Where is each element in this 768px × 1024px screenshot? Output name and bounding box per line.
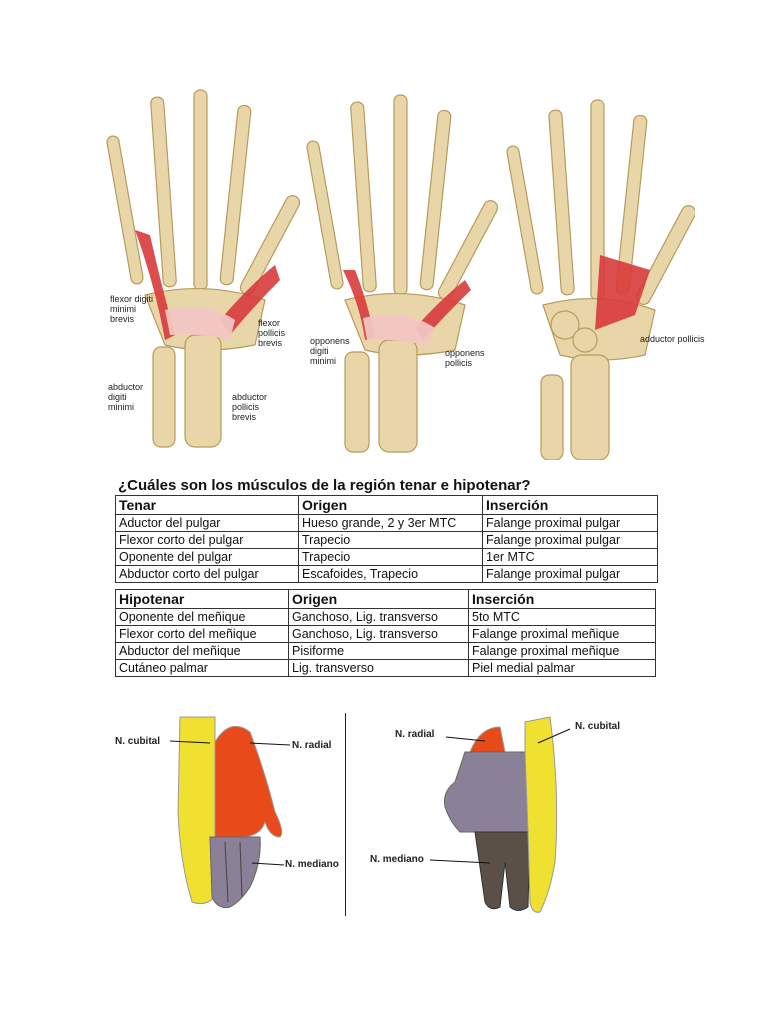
header-cell: Tenar bbox=[115, 495, 299, 515]
label-n-mediano-right: N. mediano bbox=[370, 854, 424, 865]
table-cell: Pisiforme bbox=[288, 642, 469, 660]
label-pointer-lines-left bbox=[169, 740, 291, 866]
label-opponens-digiti-minimi: opponens digiti minimi bbox=[310, 336, 350, 366]
header-cell: Inserción bbox=[468, 589, 656, 609]
label-flexor-pollicis-brevis: flexor pollicis brevis bbox=[258, 318, 286, 348]
label-adductor-pollicis: adductor pollicis bbox=[640, 334, 705, 344]
label-n-mediano-left: N. mediano bbox=[285, 859, 339, 870]
table-cell: Oponente del pulgar bbox=[115, 548, 299, 566]
hand-illustration-thenar-hypothenar-muscles bbox=[106, 89, 301, 448]
header-cell: Hipotenar bbox=[115, 589, 289, 609]
vertical-divider bbox=[345, 713, 346, 916]
label-abductor-pollicis-brevis: abductor pollicis brevis bbox=[232, 392, 268, 422]
table-cell: Falange proximal pulgar bbox=[482, 514, 658, 532]
table-row: Oponente del meñique Ganchoso, Lig. tran… bbox=[115, 608, 656, 626]
table-cell: 1er MTC bbox=[482, 548, 658, 566]
label-n-radial-left: N. radial bbox=[292, 740, 332, 751]
label-n-cubital-left: N. cubital bbox=[115, 736, 161, 747]
table-cell: Trapecio bbox=[298, 531, 483, 549]
table-header-row: Tenar Origen Inserción bbox=[115, 495, 658, 515]
hand-illustration-opponens-muscles bbox=[306, 94, 499, 453]
table-header-row: Hipotenar Origen Inserción bbox=[115, 589, 656, 609]
tenar-table: Tenar Origen Inserción Aductor del pulga… bbox=[115, 495, 658, 583]
table-row: Abductor del meñique Pisiforme Falange p… bbox=[115, 642, 656, 660]
table-cell: Trapecio bbox=[298, 548, 483, 566]
table-cell: Falange proximal meñique bbox=[468, 625, 656, 643]
table-cell: Hueso grande, 2 y 3er MTC bbox=[298, 514, 483, 532]
label-pointer-lines-right bbox=[430, 728, 571, 864]
hand-nerve-map-dorsal bbox=[177, 716, 283, 908]
label-flexor-digiti-minimi-brevis: flexor digiti minimi brevis bbox=[110, 294, 154, 324]
table-cell: Falange proximal pulgar bbox=[482, 531, 658, 549]
table-cell: Falange proximal pulgar bbox=[482, 565, 658, 583]
table-cell: Flexor corto del pulgar bbox=[115, 531, 299, 549]
header-cell: Inserción bbox=[482, 495, 658, 515]
table-cell: Ganchoso, Lig. transverso bbox=[288, 608, 469, 626]
label-n-cubital-right: N. cubital bbox=[575, 721, 621, 732]
label-n-radial-right: N. radial bbox=[395, 729, 435, 740]
hand-illustration-adductor-pollicis bbox=[506, 99, 695, 460]
question-title: ¿Cuáles son los músculos de la región te… bbox=[118, 477, 531, 494]
label-opponens-pollicis: opponens pollicis bbox=[445, 348, 485, 368]
table-row: Cutáneo palmar Lig. transverso Piel medi… bbox=[115, 659, 656, 677]
table-cell: Escafoides, Trapecio bbox=[298, 565, 483, 583]
table-cell: Oponente del meñique bbox=[115, 608, 289, 626]
hand-nerve-map-palmar bbox=[444, 716, 558, 913]
table-cell: Aductor del pulgar bbox=[115, 514, 299, 532]
table-row: Abductor corto del pulgar Escafoides, Tr… bbox=[115, 565, 658, 583]
table-row: Aductor del pulgar Hueso grande, 2 y 3er… bbox=[115, 514, 658, 532]
table-cell: Flexor corto del meñique bbox=[115, 625, 289, 643]
header-cell: Origen bbox=[298, 495, 483, 515]
header-cell: Origen bbox=[288, 589, 469, 609]
table-row: Oponente del pulgar Trapecio 1er MTC bbox=[115, 548, 658, 566]
table-cell: Cutáneo palmar bbox=[115, 659, 289, 677]
hipotenar-table: Hipotenar Origen Inserción Oponente del … bbox=[115, 589, 656, 677]
table-row: Flexor corto del pulgar Trapecio Falange… bbox=[115, 531, 658, 549]
table-cell: Abductor corto del pulgar bbox=[115, 565, 299, 583]
label-abductor-digiti-minimi: abductor digiti minimi bbox=[108, 382, 144, 412]
table-cell: Piel medial palmar bbox=[468, 659, 656, 677]
table-cell: 5to MTC bbox=[468, 608, 656, 626]
table-cell: Falange proximal meñique bbox=[468, 642, 656, 660]
table-cell: Abductor del meñique bbox=[115, 642, 289, 660]
table-cell: Ganchoso, Lig. transverso bbox=[288, 625, 469, 643]
table-cell: Lig. transverso bbox=[288, 659, 469, 677]
table-row: Flexor corto del meñique Ganchoso, Lig. … bbox=[115, 625, 656, 643]
